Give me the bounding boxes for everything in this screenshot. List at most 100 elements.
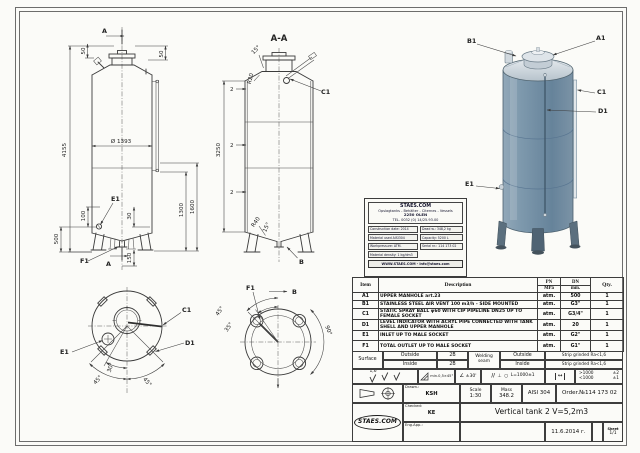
iso-view: B1 A1 C1 D1 E1 — [465, 34, 608, 255]
col-dn-label: DN — [572, 279, 579, 285]
item-desc: STAINLESS STEEL AIR VENT 100 m3/h - SIDE… — [378, 300, 538, 309]
scale-cell: Scale 1:30 — [460, 384, 491, 403]
eng-app-cell: Eng.App.: — [403, 422, 460, 442]
callout-b1-iso: B1 — [467, 37, 476, 45]
cip-pipe-3d — [573, 79, 578, 199]
dim-50-left: 50 — [81, 47, 87, 55]
item-dn: G3" — [560, 300, 591, 309]
order-cell: Order.№114 173 02 — [556, 384, 623, 403]
tol-over-label: >1000 — [579, 370, 594, 376]
angle-tolerance-cell: ∠ ±30' — [455, 369, 481, 384]
col-dn: DN mm. — [560, 277, 591, 293]
item-id: E1 — [352, 330, 379, 342]
item-pn: atm. — [537, 330, 561, 342]
roundness-icon: ○ — [504, 373, 509, 379]
staes-logo: STAES.COM — [354, 415, 401, 430]
angle-icon: ∠ — [459, 372, 465, 379]
parts-header-row: Item Description PN MPa DN mm. Qty. — [352, 277, 624, 293]
perpendicular-icon: ⊥ — [497, 373, 502, 379]
section-mark-a-top: A — [102, 27, 107, 35]
leg-feet — [249, 313, 307, 371]
front-view: A A E1 F1 Ø 1393 4155 50 50 100 500 30 1… — [54, 27, 199, 270]
dim-1600: 1600 — [190, 199, 196, 214]
item-desc: TOTAL OUTLET UP TO MALE SOCKET — [378, 340, 538, 353]
scale-label: Scale — [469, 387, 482, 393]
dim-1300: 1300 — [179, 202, 185, 217]
col-qty: Qty. — [590, 277, 624, 293]
table-row: C1 STATIC SPRAY BALL φ60 WITH CIP PIPELI… — [352, 307, 624, 321]
item-dn: 500 — [560, 292, 591, 301]
surface-outside-value: 2B — [437, 351, 468, 360]
item-id: B1 — [352, 300, 379, 309]
col-dn-unit: mm. — [561, 284, 590, 291]
weld-outside-value: Strip grinded Ra<1,6 — [545, 351, 623, 360]
item-dn: 20 — [560, 319, 591, 332]
angle-tolerance: ±30' — [465, 373, 477, 379]
col-description: Description — [378, 277, 538, 293]
empty-cell — [460, 422, 545, 442]
col-pn: PN MPa — [537, 277, 561, 293]
callout-c1-plan: C1 — [182, 306, 191, 314]
view-mark-b-label: B — [292, 288, 297, 296]
manhole-plan — [113, 307, 141, 334]
item-dn: G1" — [560, 340, 591, 353]
parts-table: Item Description PN MPa DN mm. Qty. A1 U… — [352, 277, 624, 353]
callout-c1-iso: C1 — [597, 88, 606, 96]
company-tagline: Opslagtanks - Behälter - Citernes - Vess… — [378, 209, 453, 214]
callout-e1-plan: E1 — [60, 348, 69, 356]
roughness-icon — [381, 372, 389, 381]
checked-cell: Checked: KE — [403, 403, 460, 422]
chamfer-text: min.0,5×45° — [430, 373, 454, 378]
surface-finish-block: Surface Outside Inside 2B 2B Welding sea… — [352, 351, 623, 369]
length-tolerance-cell: >1000 ±2 <1000 ±1 — [575, 369, 623, 384]
item-pn: atm. — [537, 307, 561, 321]
empty-cell-2 — [592, 422, 603, 442]
thickness-mid: 2 — [230, 143, 234, 149]
drawn-cell: Drawn.: KSH — [403, 384, 460, 403]
section-mark-a-bottom: A — [106, 260, 111, 268]
table-row: F1 TOTAL OUTLET UP TO MALE SOCKET atm. G… — [352, 340, 624, 353]
roughness-cell: 1,6 — [352, 369, 418, 384]
range-cell: ↔ — [545, 369, 575, 384]
thickness-top: 2 — [230, 87, 234, 93]
thickness-bottom: 2 — [230, 190, 234, 196]
scale-value: 1:30 — [469, 393, 482, 400]
col-item: Item — [352, 277, 379, 293]
chamfer-icon — [419, 372, 429, 381]
callout-c1-section: C1 — [321, 88, 330, 96]
dim-50-right: 50 — [159, 50, 165, 58]
drawn-value: KSH — [425, 391, 438, 398]
item-desc: STATIC SPRAY BALL φ60 WITH CIP PIPELINE … — [378, 307, 538, 321]
item-qty: 1 — [590, 330, 624, 342]
section-view: A-A C1 B 3250 2 2 2 R20 R40 15° 15° — [216, 34, 330, 266]
surface-label: Surface — [352, 351, 383, 369]
first-angle-projection-icon — [359, 387, 395, 400]
item-desc: UPPER MANHOLE art.23 — [378, 292, 538, 301]
company-phone: TEL. 0032 (0) 14/25.93.00 — [392, 217, 439, 222]
item-pn: atm. — [537, 292, 561, 301]
weld-inside-label: Inside — [500, 360, 545, 369]
item-id: A1 — [352, 292, 379, 301]
inlet-nozzle — [95, 223, 103, 230]
item-qty: 1 — [590, 292, 624, 301]
company-city: 2250 OLEN — [403, 212, 428, 218]
tolerance-symbol-row: 1,6 min.0,5×45° ∠ ±30' // ⊥ ○ L=1000±1 ↔… — [352, 369, 623, 384]
dim-150: 150 — [127, 252, 133, 263]
company-website: WWW.STAES.COM - info@staes.com — [368, 260, 463, 269]
parallel-icon: // — [491, 373, 495, 379]
callout-d1-iso: D1 — [598, 107, 608, 115]
mass-cell: Mass 348.2 — [491, 384, 522, 403]
dim-15deg-bottom: 15° — [262, 222, 272, 234]
roughness-value: 1,6 — [369, 369, 377, 374]
item-pn: atm. — [537, 300, 561, 309]
material-cell: AISI 304 — [522, 384, 556, 403]
surface-outside-label: Outside — [383, 351, 437, 360]
tol-under-label: <1000 — [579, 375, 594, 381]
tol-under-value: ±1 — [612, 375, 619, 381]
tol-over-value: ±2 — [612, 370, 619, 376]
dim-100: 100 — [81, 210, 87, 221]
field-dead-we: Dead w.: 348,2 kg — [420, 225, 463, 233]
roughness-icon — [393, 372, 401, 381]
